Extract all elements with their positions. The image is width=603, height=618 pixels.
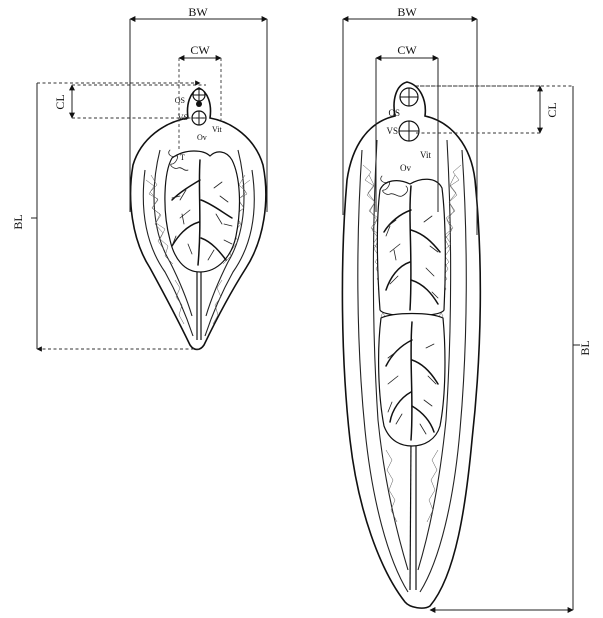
small-t-label: T: [180, 153, 185, 162]
small-bw-label: BW: [188, 5, 208, 19]
large-cl-label: CL: [545, 102, 559, 117]
large-specimen: OS VS Ov Vit BW CW CL BL: [342, 5, 592, 610]
large-vit-label: Vit: [420, 150, 431, 160]
small-vit-label: Vit: [212, 125, 223, 134]
large-cw-label: CW: [397, 43, 417, 57]
small-os-label: OS: [175, 96, 185, 105]
small-ov-label: Ov: [197, 133, 207, 142]
large-bl-label: BL: [578, 340, 592, 355]
large-vs-label: VS: [386, 126, 398, 136]
small-cw-label: CW: [190, 43, 210, 57]
small-specimen: OS VS Ov Vit T BW CW CL BL: [11, 5, 267, 350]
large-ov-label: Ov: [400, 163, 411, 173]
large-os-label: OS: [388, 108, 400, 118]
small-cl-label: CL: [53, 94, 67, 109]
small-bl-label: BL: [11, 214, 25, 229]
large-bw-label: BW: [397, 5, 417, 19]
small-testis: [165, 151, 240, 272]
